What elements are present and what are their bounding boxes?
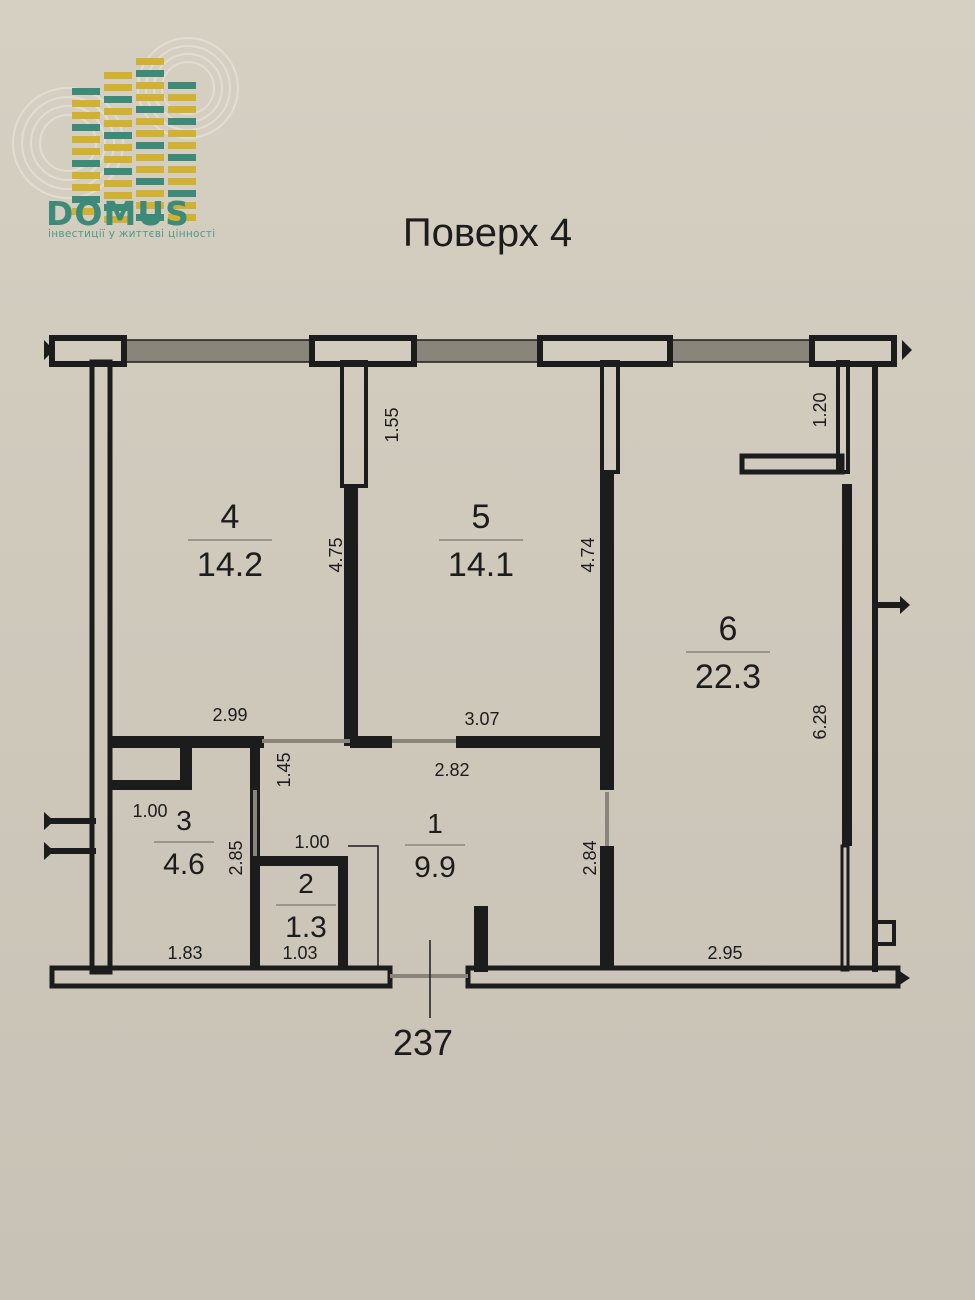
logo-stripe: [136, 202, 164, 209]
logo-stripe: [104, 216, 132, 223]
logo-tagline: інвестиції у життєві цінності: [48, 228, 216, 240]
room-number: 2: [298, 868, 314, 899]
logo-stripe: [104, 204, 132, 211]
logo-stripe: [136, 58, 164, 65]
logo-stripe: [168, 106, 196, 113]
logo-stripe: [168, 214, 196, 221]
windows: [123, 339, 813, 363]
logo-stripe: [168, 190, 196, 197]
room-area: 14.1: [448, 546, 514, 584]
dimension-label: 1.55: [382, 407, 402, 442]
logo-stripe: [168, 202, 196, 209]
logo-stripe: [136, 118, 164, 125]
logo-stripe: [72, 136, 100, 143]
logo-stripe: [168, 154, 196, 161]
logo-stripe: [104, 84, 132, 91]
logo-stripe: [72, 184, 100, 191]
logo-stripe: [72, 100, 100, 107]
logo-stripe: [168, 118, 196, 125]
window-room-5: [413, 339, 541, 363]
logo-stripe: [136, 70, 164, 77]
logo-stripe: [168, 82, 196, 89]
logo-stripe: [104, 72, 132, 79]
dimension-label: 2.82: [434, 760, 469, 780]
logo-stripe: [168, 142, 196, 149]
walls: [44, 335, 912, 989]
logo-stripe: [136, 178, 164, 185]
logo-stripe: [136, 106, 164, 113]
room-area: 22.3: [695, 658, 761, 696]
room-number: 6: [719, 610, 738, 648]
logo-stripe: [72, 124, 100, 131]
logo-stripe: [168, 166, 196, 173]
logo-stripe: [104, 108, 132, 115]
logo-stripe: [136, 82, 164, 89]
room-area: 14.2: [197, 546, 263, 584]
room-area: 4.6: [163, 848, 205, 881]
dimension-label: 1.00: [132, 801, 167, 821]
room-area: 9.9: [414, 851, 456, 884]
dimension-label: 3.07: [464, 709, 499, 729]
logo-stripe: [104, 132, 132, 139]
logo-emblem-icon: [12, 37, 239, 223]
dimension-label: 2.85: [226, 840, 246, 875]
dimension-label: 2.99: [212, 705, 247, 725]
logo-stripe: [104, 168, 132, 175]
dimension-label: 1.03: [282, 943, 317, 963]
floor-title: Поверх 4: [402, 211, 573, 255]
window-room-4: [123, 339, 313, 363]
room-number: 3: [176, 805, 192, 836]
entrance-label: 237: [393, 1022, 454, 1063]
logo-stripe: [72, 88, 100, 95]
dimension-label: 1.83: [167, 943, 202, 963]
logo-stripe: [136, 166, 164, 173]
logo-stripe: [72, 172, 100, 179]
logo-stripe: [136, 190, 164, 197]
dimension-label: 4.74: [578, 537, 598, 572]
logo-stripe: [104, 192, 132, 199]
logo-stripe: [104, 96, 132, 103]
room-area: 1.3: [285, 911, 327, 944]
logo-stripe: [104, 180, 132, 187]
dimension-label: 6.28: [810, 704, 830, 739]
logo-stripe: [72, 196, 100, 203]
logo-stripe: [136, 130, 164, 137]
logo-stripe: [168, 94, 196, 101]
room-number: 1: [427, 808, 443, 839]
logo-stripe: [168, 178, 196, 185]
room-number: 4: [221, 498, 240, 536]
logo-stripe: [136, 214, 164, 221]
doors: [253, 739, 609, 978]
logo-stripe: [104, 144, 132, 151]
dimension-label: 4.75: [326, 537, 346, 572]
logo-stripe: [72, 112, 100, 119]
logo-stripe: [168, 130, 196, 137]
dimension-label: 1.20: [810, 392, 830, 427]
window-room-6: [669, 339, 813, 363]
room-labels: 4 14.2 5 14.1 6 22.3 3 4.6 2 1.3 1 9.9: [154, 498, 770, 944]
logo-stripe: [72, 148, 100, 155]
dimension-label: 2.84: [580, 840, 600, 875]
logo-stripe: [72, 208, 100, 215]
room-number: 5: [472, 498, 491, 536]
dimension-label: 1.00: [294, 832, 329, 852]
logo-stripe: [104, 120, 132, 127]
dimension-label: 1.45: [274, 752, 294, 787]
logo-stripe: [136, 94, 164, 101]
logo-wordmark: DOMUS: [46, 194, 190, 233]
dimension-labels: 1.55 1.20 4.75 4.74 2.99 3.07 2.82 6.28 1.45 1.00…: [132, 392, 830, 963]
domus-logo: DOMUS інвестиції у життєві цінності: [8, 18, 248, 240]
dimension-label: 2.95: [707, 943, 742, 963]
logo-stripe: [136, 154, 164, 161]
logo-stripe: [104, 156, 132, 163]
logo-stripe: [136, 142, 164, 149]
logo-stripe: [72, 160, 100, 167]
